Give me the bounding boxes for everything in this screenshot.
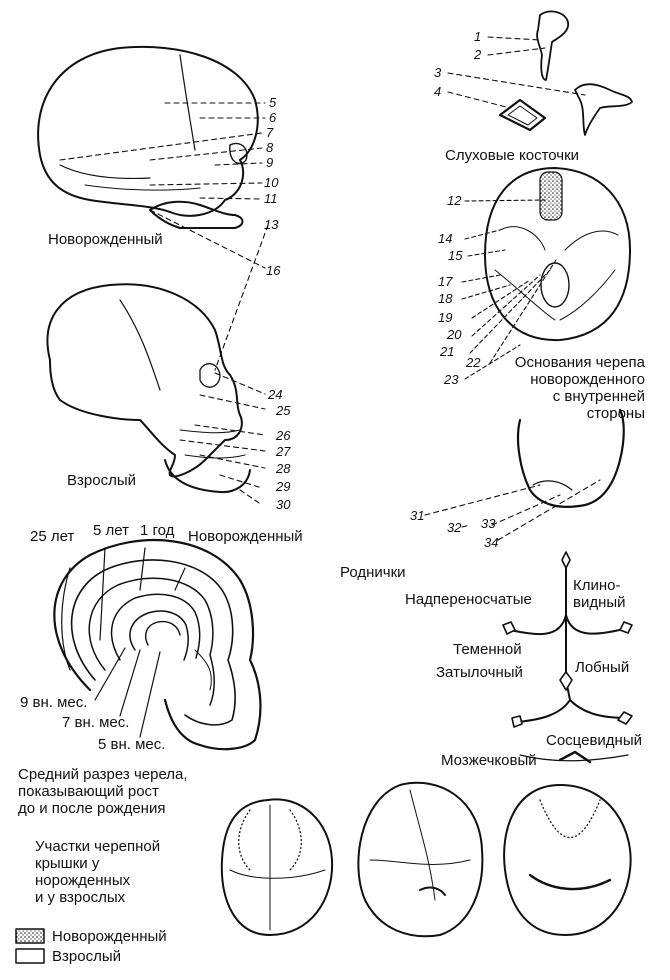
callout-18: 18: [438, 291, 453, 306]
ossicles-drawing: [447, 10, 633, 136]
legend-adult-label: Взрослый: [52, 948, 121, 965]
legend-swatches: [15, 928, 45, 964]
callout-8: 8: [266, 140, 274, 155]
callout-23: 23: [444, 372, 459, 387]
callout-12: 12: [447, 193, 462, 208]
skull-base-caption: Основания черепа новорожденного с внутре…: [514, 354, 645, 422]
callout-13: 13: [264, 217, 279, 232]
fontanelle-mastoid: Сосцевидный: [546, 732, 642, 749]
skull-base-drawing: [461, 167, 631, 380]
growth-label-25y: 25 лет: [30, 528, 75, 545]
growth-label-1y: 1 год: [140, 522, 175, 539]
callout-14: 14: [438, 231, 453, 246]
growth-label-5y: 5 лет: [93, 522, 129, 539]
fontanelles-title: Роднички: [340, 564, 406, 581]
callout-3: 3: [434, 65, 442, 80]
growth-label-newborn: Новорожденный: [188, 528, 303, 545]
callout-7: 7: [266, 125, 274, 140]
callout-16: 16: [266, 263, 281, 278]
callout-11: 11: [264, 191, 278, 206]
callout-17: 17: [438, 274, 453, 289]
legend-newborn-label: Новорожденный: [52, 928, 167, 945]
callout-10: 10: [264, 175, 279, 190]
adult-caption: Взрослый: [67, 472, 136, 489]
callout-31: 31: [410, 508, 425, 523]
growth-midsection-drawing: [53, 539, 262, 751]
adult-skull-drawing: [46, 224, 269, 506]
callout-19: 19: [438, 310, 453, 325]
callout-24: 24: [268, 387, 283, 402]
callout-34: 34: [484, 535, 499, 550]
fontanelle-frontal: Лобный: [575, 659, 630, 676]
callout-9: 9: [266, 155, 274, 170]
growth-label-9m: 9 вн. мес.: [20, 694, 88, 711]
newborn-skull-drawing: [37, 45, 266, 269]
fontanelle-supraorbital: Надпереносчатые: [405, 591, 532, 608]
callout-6: 6: [269, 110, 277, 125]
callout-22: 22: [466, 355, 481, 370]
midsection-caption: Средний разрез черела, показывающий рост…: [18, 766, 188, 817]
newborn-caption: Новорожденный: [48, 231, 163, 248]
callout-29: 29: [276, 479, 291, 494]
callout-32: 32: [447, 520, 462, 535]
callout-5: 5: [269, 95, 277, 110]
callout-1: 1: [474, 29, 482, 44]
fontanelle-sphenoid: Клино- видный: [573, 577, 626, 611]
fontanelle-parietal: Теменной: [453, 641, 522, 658]
callout-20: 20: [447, 327, 462, 342]
callout-28: 28: [276, 461, 291, 476]
callout-33: 33: [481, 516, 496, 531]
callout-25: 25: [276, 403, 291, 418]
fontanelle-occipital: Затылочный: [436, 664, 523, 681]
calvaria-drawings: [220, 781, 632, 938]
calvaria-caption: Участки черепной крышки у норожденных и …: [35, 838, 161, 906]
callout-21: 21: [440, 344, 455, 359]
fontanelle-cerebellar: Мозжечковый: [441, 752, 537, 769]
growth-label-7m: 7 вн. мес.: [62, 714, 130, 731]
hyoid-drawing: [424, 408, 625, 541]
ossicles-caption: Слуховые косточки: [445, 147, 580, 164]
callout-4: 4: [434, 84, 442, 99]
growth-label-5m: 5 вн. мес.: [98, 736, 166, 753]
callout-2: 2: [474, 47, 482, 62]
fontanelle-diagram: [502, 551, 633, 764]
callout-27: 27: [276, 444, 291, 459]
callout-15: 15: [448, 248, 463, 263]
callout-30: 30: [276, 497, 291, 512]
callout-26: 26: [276, 428, 291, 443]
